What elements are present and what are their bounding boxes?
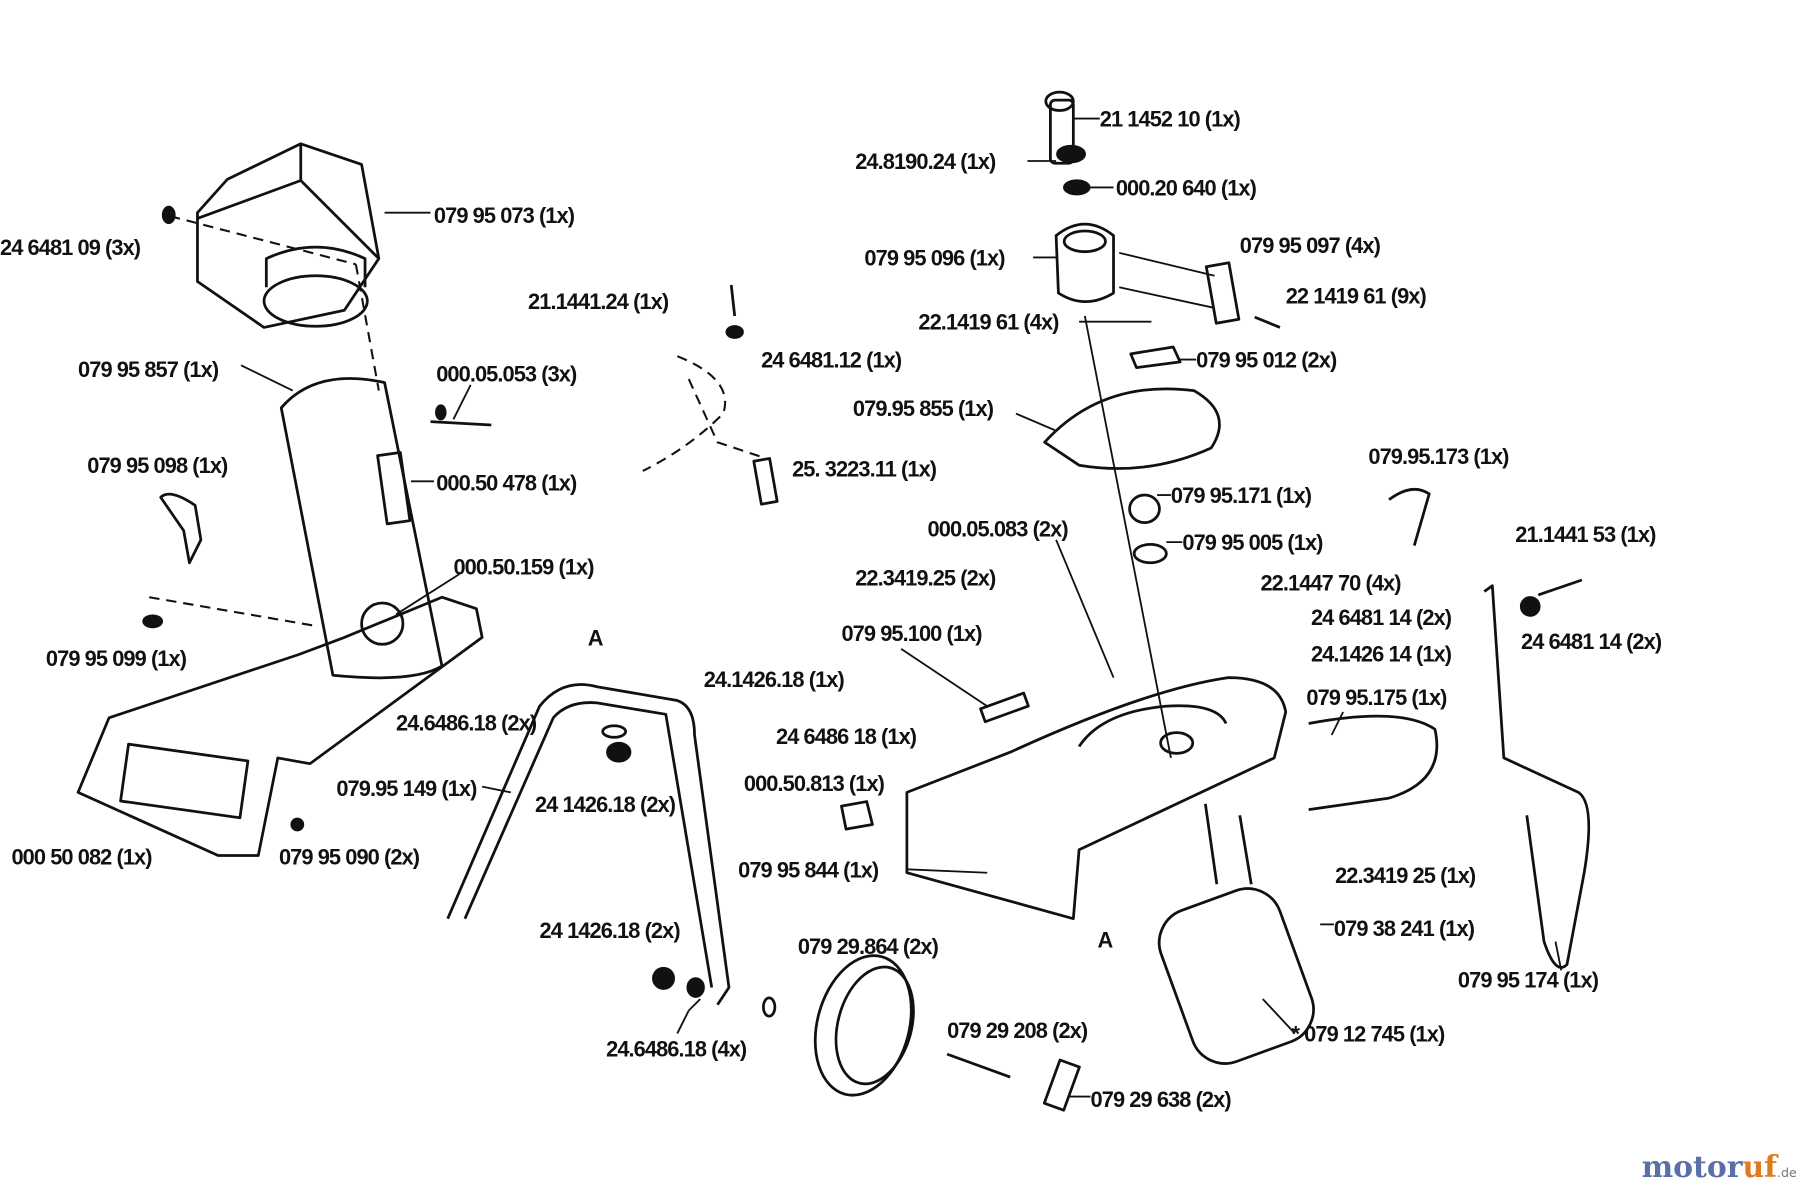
part-label: 000.50.813 (1x) (744, 771, 885, 796)
part-label: 079 95 012 (2x) (1196, 348, 1337, 373)
part-label: 079 95.171 (1x) (1171, 483, 1312, 508)
chassis-part (840, 676, 1288, 921)
part-label: 079 95.175 (1x) (1306, 685, 1447, 710)
part-label: 079 95 098 (1x) (87, 453, 228, 478)
part-label: 22.1419 61 (4x) (918, 310, 1059, 335)
watermark-logo: motoruf.de (1642, 1150, 1797, 1185)
part-label: 24.1426 14 (1x) (1311, 642, 1452, 667)
rear-handle-part (1308, 487, 1591, 969)
part-label: 22 1419 61 (9x) (1286, 283, 1427, 308)
svg-text:motoruf.de: motoruf.de (1642, 1150, 1797, 1185)
part-label: 24 6481.12 (1x) (761, 348, 902, 373)
base-plate-part (76, 492, 484, 857)
part-label: 079 38 241 (1x) (1334, 916, 1475, 941)
part-label: 24 1426.18 (2x) (535, 792, 676, 817)
part-label: 22.3419.25 (2x) (855, 566, 996, 591)
part-label: 24.1426.18 (1x) (704, 667, 845, 692)
handle-frame-part (446, 683, 777, 1018)
cutter-assembly-part (1043, 90, 1281, 759)
part-label: 079 95 857 (1x) (78, 357, 219, 382)
wheel-part (813, 954, 1081, 1112)
part-label: 24.6486.18 (2x) (396, 710, 537, 735)
part-label: 000.05.053 (3x) (436, 361, 577, 386)
part-label: 079 95 099 (1x) (46, 646, 187, 671)
part-label: 079 29.864 (2x) (798, 934, 939, 959)
part-label: 079 29 638 (2x) (1091, 1087, 1232, 1112)
part-label: 079.95 855 (1x) (853, 396, 994, 421)
part-label: 079.95.173 (1x) (1368, 444, 1509, 469)
hopper-part (161, 142, 381, 391)
part-label: 079 95 005 (1x) (1182, 530, 1323, 555)
leader-lines (240, 117, 1563, 1098)
part-label: 000.50 478 (1x) (436, 470, 577, 495)
part-label: * 079 12 745 (1x) (1291, 1021, 1444, 1046)
part-label: 21.1441 53 (1x) (1515, 522, 1656, 547)
part-label: 24 6486 18 (1x) (776, 724, 917, 749)
part-label: 079.95 149 (1x) (336, 776, 477, 801)
part-label: 24 6481 09 (3x) (0, 235, 141, 260)
part-label: 000.50.159 (1x) (453, 554, 594, 579)
part-label: 24 6481 14 (2x) (1311, 605, 1452, 630)
part-label: 079 95 073 (1x) (434, 203, 575, 228)
section-mark: A (1097, 927, 1113, 952)
part-label: 000.05.083 (2x) (928, 516, 1069, 541)
part-label: 079 95 096 (1x) (864, 245, 1005, 270)
part-label: 21 1452 10 (1x) (1100, 107, 1241, 132)
part-label: 24.6486.18 (4x) (606, 1036, 747, 1061)
part-label: 000 50 082 (1x) (11, 845, 152, 870)
part-label: 079 95 097 (4x) (1240, 233, 1381, 258)
chute-tube-part (279, 377, 492, 680)
part-label: 079 95 844 (1x) (738, 857, 879, 882)
part-label: 24 6481 14 (2x) (1521, 629, 1662, 654)
part-label: 24 1426.18 (2x) (540, 918, 681, 943)
part-label: 24.8190.24 (1x) (855, 149, 996, 174)
part-label: 22.1447 70 (4x) (1260, 570, 1401, 595)
guard-part (642, 284, 779, 506)
part-label: 000.20 640 (1x) (1116, 175, 1257, 200)
part-label: 21.1441.24 (1x) (528, 289, 669, 314)
part-label: 079 95.100 (1x) (841, 621, 982, 646)
part-number-labels: 21 1452 10 (1x) 24.8190.24 (1x) 000.20 6… (0, 107, 1663, 1112)
section-mark: A (588, 625, 604, 650)
motor-part (1157, 803, 1315, 1065)
part-label: 22.3419 25 (1x) (1335, 863, 1476, 888)
part-label: 079 95 174 (1x) (1458, 968, 1599, 993)
part-label: 079 95 090 (2x) (279, 845, 420, 870)
part-label: 25. 3223.11 (1x) (792, 457, 937, 482)
part-label: 079 29 208 (2x) (947, 1018, 1088, 1043)
